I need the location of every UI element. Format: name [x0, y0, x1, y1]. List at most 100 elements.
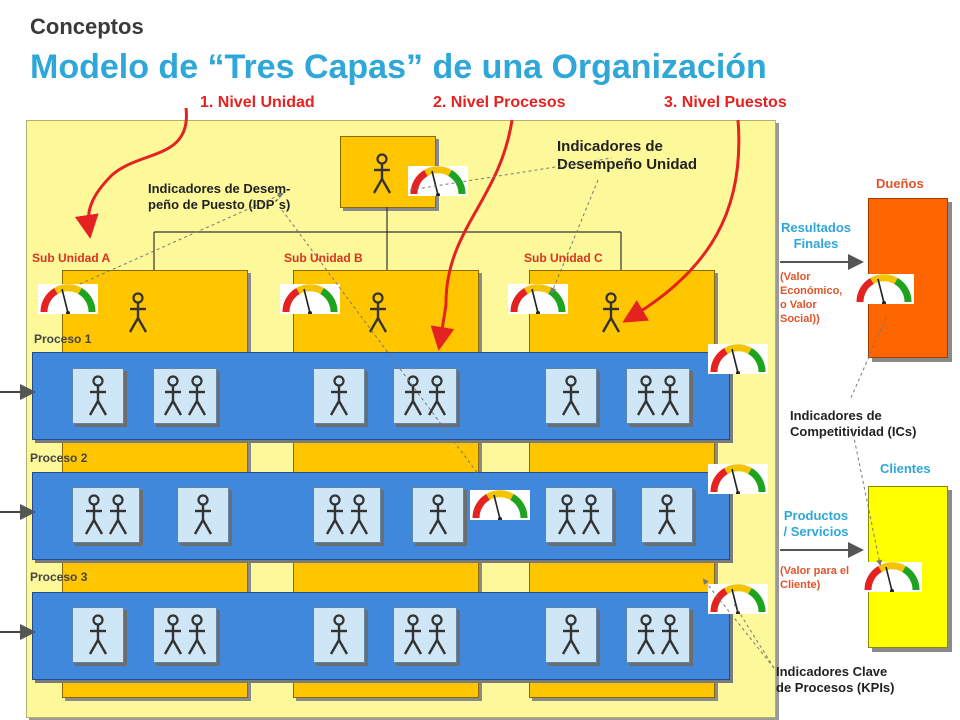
- person-icon: [600, 292, 622, 334]
- position-box: [545, 368, 597, 424]
- subunit-a-label: Sub Unidad A: [32, 251, 111, 265]
- process-1-label: Proceso 1: [34, 332, 92, 346]
- position-box: [393, 607, 457, 663]
- position-box: [72, 487, 140, 543]
- person-icon: [186, 614, 208, 656]
- valor-cliente-label: (Valor para el Cliente): [780, 564, 849, 592]
- position-box: [72, 607, 124, 663]
- person-icon: [87, 614, 109, 656]
- idp-annotation: Indicadores de Desem- peño de Puesto (ID…: [148, 181, 290, 213]
- person-icon: [402, 375, 424, 417]
- duenos-label: Dueños: [876, 176, 924, 191]
- person-icon: [83, 494, 105, 536]
- level-unidad-label: 1. Nivel Unidad: [200, 94, 315, 111]
- top-unit-box: [340, 136, 436, 208]
- person-icon: [635, 375, 657, 417]
- position-box: [626, 607, 690, 663]
- idp-line-1: Indicadores de Desem-: [148, 181, 291, 196]
- productos-label: Productos / Servicios: [772, 508, 860, 540]
- person-icon: [162, 375, 184, 417]
- gauge-icon: [854, 274, 914, 304]
- gauge-icon: [708, 344, 768, 374]
- kpis-line-1: Indicadores Clave: [776, 664, 888, 679]
- process-2-label: Proceso 2: [30, 451, 88, 465]
- gauge-icon: [408, 166, 468, 196]
- person-icon: [348, 494, 370, 536]
- person-icon: [127, 292, 149, 334]
- process-3-label: Proceso 3: [30, 570, 88, 584]
- ics-line-1: Indicadores de: [790, 408, 882, 423]
- idp-line-2: peño de Puesto (IDP´s): [148, 197, 291, 212]
- ics-line-2: Competitividad (ICs): [790, 424, 917, 439]
- position-box: [313, 368, 365, 424]
- process-3-band: [32, 592, 730, 680]
- resultados-label: Resultados Finales: [770, 220, 862, 252]
- valor-line-1: (Valor: [780, 271, 811, 283]
- position-box: [545, 607, 597, 663]
- gauge-icon: [280, 284, 340, 314]
- gauge-icon: [708, 464, 768, 494]
- person-icon: [659, 614, 681, 656]
- ics-annotation: Indicadores de Competitividad (ICs): [790, 408, 916, 440]
- person-icon: [556, 494, 578, 536]
- valor-line-4: Social)): [780, 313, 820, 325]
- valorc-line-1: (Valor para el: [780, 565, 850, 577]
- gauge-icon: [38, 284, 98, 314]
- valor-line-2: Económico,: [780, 285, 843, 297]
- gauge-icon: [470, 490, 530, 520]
- productos-line-1: Productos: [783, 508, 849, 523]
- position-box: [313, 607, 365, 663]
- productos-line-2: / Servicios: [783, 524, 849, 539]
- clientes-label: Clientes: [880, 461, 931, 476]
- person-icon: [328, 614, 350, 656]
- person-icon: [635, 614, 657, 656]
- person-icon: [560, 375, 582, 417]
- person-icon: [426, 614, 448, 656]
- gauge-icon: [508, 284, 568, 314]
- person-icon: [560, 614, 582, 656]
- resultados-line-2: Finales: [793, 236, 839, 251]
- position-box: [545, 487, 613, 543]
- person-icon: [580, 494, 602, 536]
- person-icon: [162, 614, 184, 656]
- gauge-icon: [708, 584, 768, 614]
- level-puestos-label: 3. Nivel Puestos: [664, 94, 787, 111]
- person-icon: [192, 494, 214, 536]
- gauge-icon: [862, 562, 922, 592]
- person-icon: [371, 153, 393, 195]
- position-box: [72, 368, 124, 424]
- position-box: [626, 368, 690, 424]
- person-icon: [87, 375, 109, 417]
- person-icon: [659, 375, 681, 417]
- valorc-line-2: Cliente): [780, 579, 821, 591]
- person-icon: [367, 292, 389, 334]
- person-icon: [107, 494, 129, 536]
- position-box: [313, 487, 381, 543]
- idu-annotation: Indicadores de Desempeño Unidad: [557, 138, 697, 174]
- person-icon: [324, 494, 346, 536]
- valor-line-3: o Valor: [780, 299, 817, 311]
- subunit-b-label: Sub Unidad B: [284, 251, 363, 265]
- idu-line-1: Indicadores de: [557, 138, 663, 155]
- person-icon: [186, 375, 208, 417]
- subunit-c-label: Sub Unidad C: [524, 251, 603, 265]
- position-box: [153, 368, 217, 424]
- position-box: [177, 487, 229, 543]
- position-box: [393, 368, 457, 424]
- position-box: [153, 607, 217, 663]
- person-icon: [426, 375, 448, 417]
- position-box: [412, 487, 464, 543]
- page-title: Modelo de “Tres Capas” de una Organizaci…: [30, 48, 767, 86]
- valor-economico-label: (Valor Económico, o Valor Social)): [780, 270, 842, 326]
- person-icon: [328, 375, 350, 417]
- kpis-annotation: Indicadores Clave de Procesos (KPIs): [776, 664, 895, 696]
- idu-line-2: Desempeño Unidad: [557, 156, 698, 173]
- position-box: [641, 487, 693, 543]
- page-subtitle: Conceptos: [30, 14, 144, 39]
- person-icon: [656, 494, 678, 536]
- resultados-line-1: Resultados: [780, 220, 852, 235]
- kpis-line-2: de Procesos (KPIs): [776, 680, 895, 695]
- person-icon: [402, 614, 424, 656]
- person-icon: [427, 494, 449, 536]
- level-procesos-label: 2. Nivel Procesos: [433, 94, 566, 111]
